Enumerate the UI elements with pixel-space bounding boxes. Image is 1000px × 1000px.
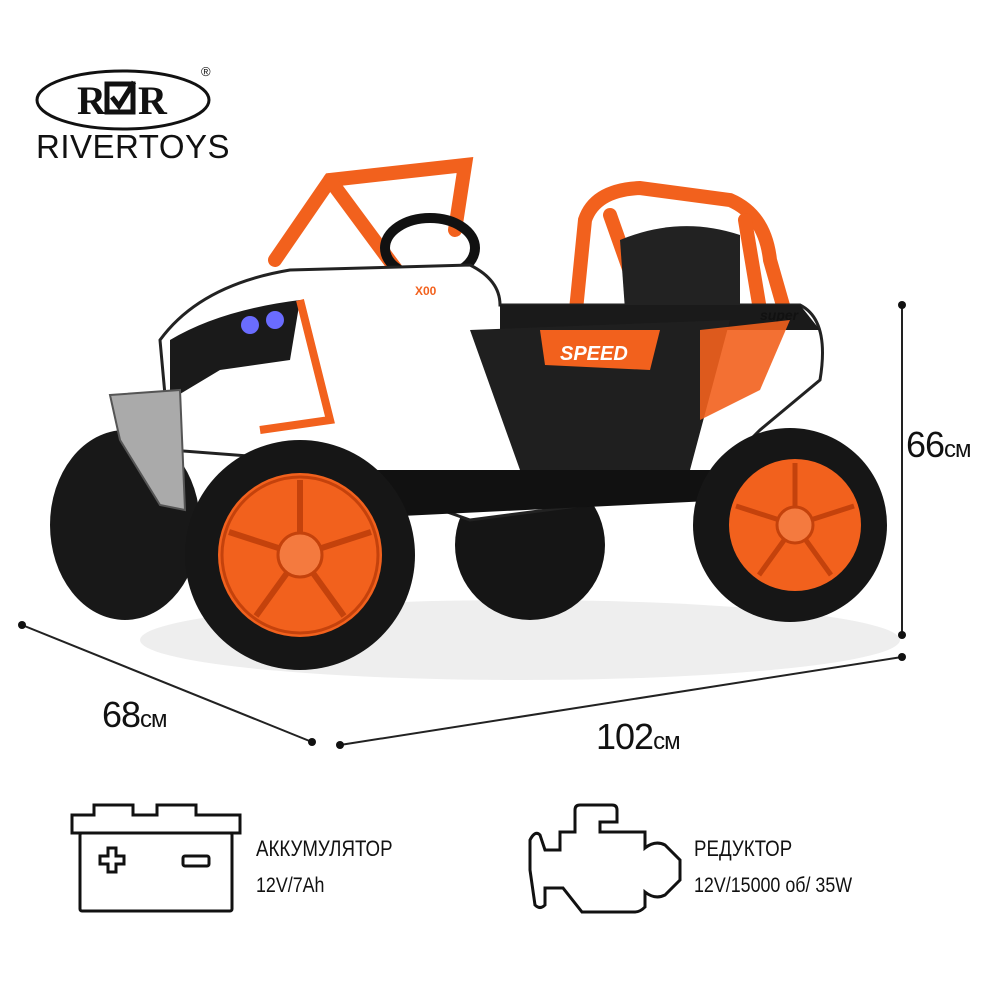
spec-title: АККУМУЛЯТОР [256, 836, 393, 861]
registered-mark: ® [201, 64, 211, 79]
engine-icon [528, 803, 682, 914]
spec-value: 12V/7Ah [256, 874, 325, 897]
decal-hood: X00 [415, 284, 437, 298]
length-dimension: 102см [596, 716, 681, 757]
spec-title: РЕДУКТОР [694, 836, 793, 861]
dimension-lines [21, 305, 903, 746]
width-dimension: 68см [102, 694, 168, 735]
rivertoys-logo: R R ® [35, 64, 211, 131]
battery-spec: АККУМУЛЯТОР 12V/7Ah [256, 836, 417, 898]
height-dimension: 66см [906, 424, 972, 465]
decal-super: super [760, 307, 800, 323]
decal-speed: SPEED [560, 343, 628, 365]
brand-name: RIVERTOYS [36, 128, 231, 165]
svg-text:R: R [77, 78, 107, 123]
battery-icon [70, 803, 242, 913]
front-wheel [185, 440, 415, 670]
svg-text:R: R [138, 78, 168, 123]
spec-value: 12V/15000 об/ 35W [694, 874, 853, 897]
gearbox-spec: РЕДУКТОР 12V/15000 об/ 35W [694, 836, 880, 898]
rear-wheel [693, 428, 887, 622]
